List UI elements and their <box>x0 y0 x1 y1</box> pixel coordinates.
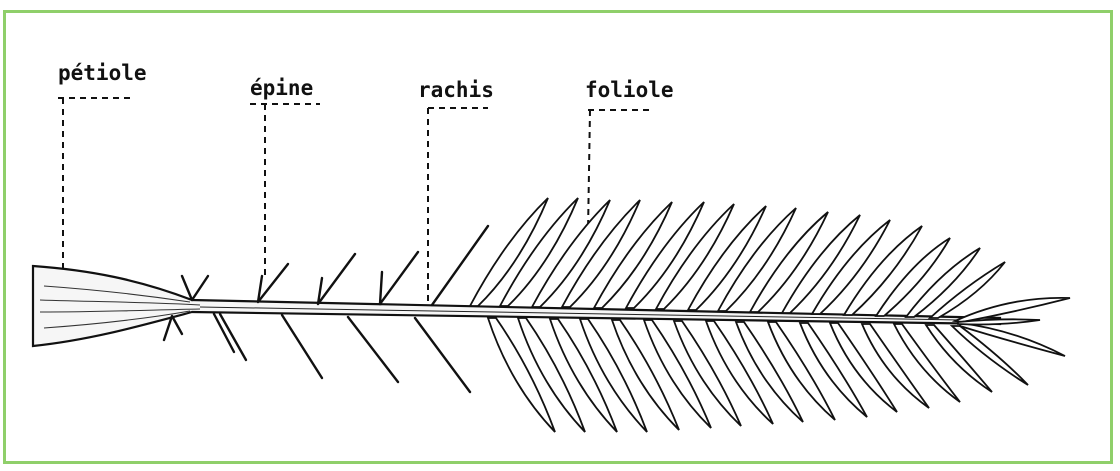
spine <box>318 254 355 304</box>
leaflet <box>894 324 960 402</box>
leaflet <box>862 324 929 408</box>
spine <box>282 315 322 378</box>
spine <box>214 314 246 360</box>
spine <box>182 276 208 300</box>
leader-foliole <box>588 110 590 232</box>
label-epine: épine <box>250 76 313 100</box>
spine <box>415 318 470 392</box>
label-rachis: rachis <box>418 78 494 102</box>
leaflet-terminal <box>955 298 1070 322</box>
label-petiole: pétiole <box>58 61 147 85</box>
spine <box>258 264 288 302</box>
label-foliole: foliole <box>585 78 674 102</box>
spine <box>348 317 398 382</box>
spine <box>380 252 418 304</box>
leaflet-terminal <box>958 319 1040 324</box>
